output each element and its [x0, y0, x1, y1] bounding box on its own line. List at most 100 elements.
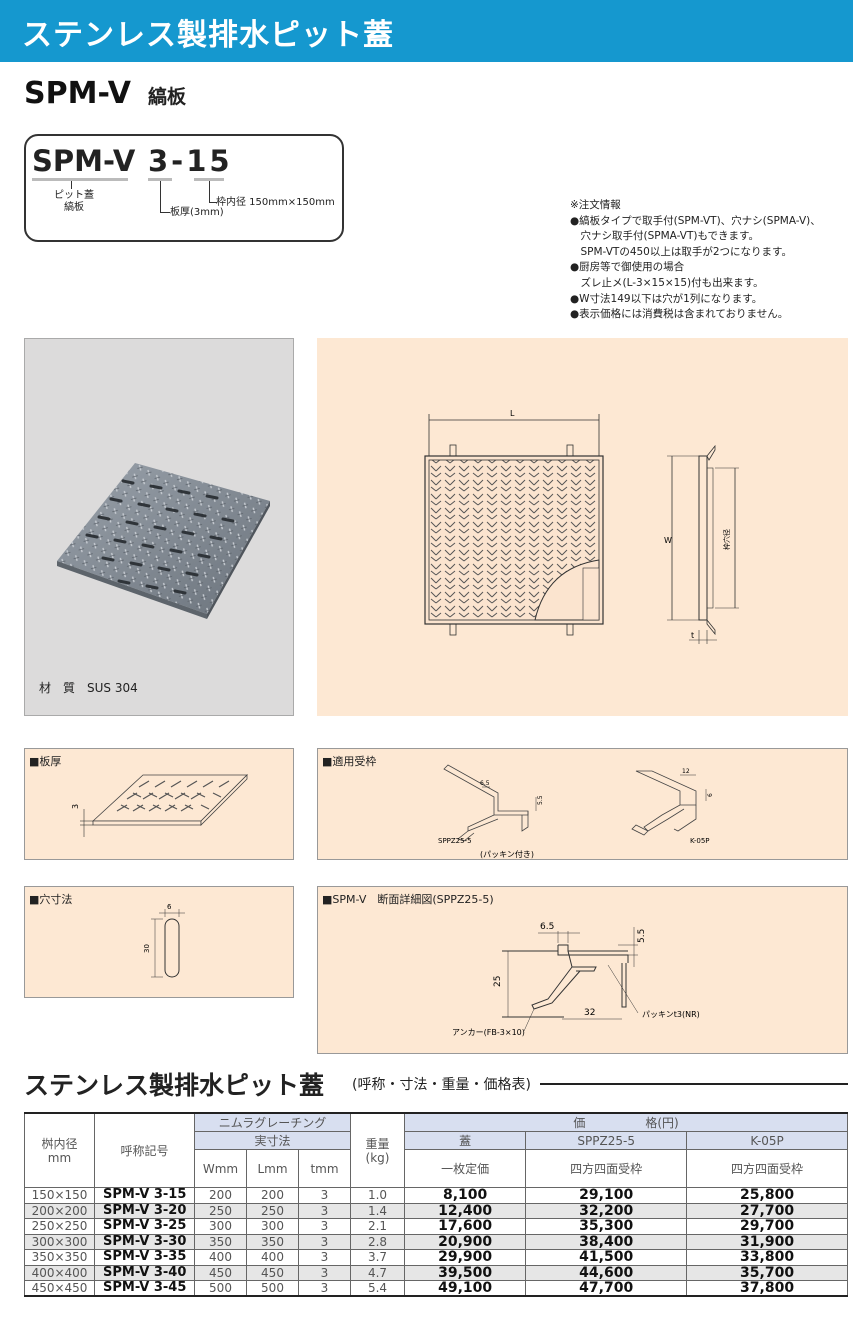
- table-cell: 350: [194, 1233, 247, 1250]
- prefix-label-line2: 縞板: [64, 202, 84, 213]
- hole-dim-h: 30: [143, 944, 151, 953]
- table-cell: 20,900: [403, 1233, 527, 1250]
- table-cell: 200: [246, 1187, 299, 1204]
- table-cell: 8,100: [403, 1187, 527, 1204]
- note-line: ●W寸法149以下は穴が1列になります。: [570, 292, 763, 305]
- dim-inner: 枠穴径: [722, 529, 731, 550]
- frame-dim-d: 6: [707, 793, 714, 797]
- thickness-dim: 3: [71, 804, 80, 809]
- thickness-drawing: 3: [71, 774, 248, 837]
- table-cell: 38,400: [525, 1233, 688, 1250]
- prefix-underline: [32, 178, 128, 181]
- code-size: 3-15: [148, 144, 233, 178]
- table-cell: 1.0: [350, 1187, 405, 1204]
- th-inner: 桝内径 mm: [24, 1112, 95, 1188]
- table-cell: 250: [194, 1202, 247, 1219]
- table-cell: 450×450: [24, 1280, 95, 1297]
- code-prefix: SPM-V: [32, 144, 136, 178]
- table-cell: 3: [298, 1187, 351, 1204]
- th-grating: ニムラグレーチング: [194, 1112, 351, 1132]
- table-section-subtitle: (呼称・寸法・重量・価格表): [352, 1077, 531, 1093]
- note-line: ●表示価格には消費税は含まれておりません。: [570, 308, 789, 321]
- price-table: 桝内径 mm 呼称記号 ニムラグレーチング 重量 (kg) 価 格(円) 実寸法…: [24, 1112, 848, 1297]
- table-cell: 27,700: [686, 1202, 848, 1219]
- table-cell: 500: [246, 1280, 299, 1297]
- table-cell: SPM-V 3-45: [94, 1280, 195, 1297]
- table-cell: 300: [194, 1218, 247, 1235]
- table-cell: 3: [298, 1233, 351, 1250]
- code-legend-box: SPM-V 3-15 ピット蓋 縞板 板厚(3mm) 枠内径 150mm×150…: [24, 134, 344, 242]
- note-line: ●厨房等で御使用の場合: [570, 261, 685, 274]
- table-cell: 400×400: [24, 1264, 95, 1281]
- table-cell: 29,900: [403, 1249, 527, 1266]
- title-bar: ステンレス製排水ピット蓋: [0, 0, 853, 62]
- frame-left-label-2: (パッキン付き): [480, 849, 534, 859]
- table-cell: 39,500: [403, 1264, 527, 1281]
- table-cell: 37,800: [686, 1280, 848, 1297]
- frame-right-label: K-05P: [690, 837, 710, 845]
- th-lid-sub: 一枚定価: [403, 1149, 527, 1188]
- table-cell: 3: [298, 1202, 351, 1219]
- table-cell: 450: [246, 1264, 299, 1281]
- th-sppz: SPPZ25-5: [525, 1131, 688, 1150]
- table-section-title: ステンレス製排水ピット蓋: [24, 1071, 325, 1100]
- th-code: 呼称記号: [94, 1112, 195, 1188]
- table-cell: 350: [246, 1233, 299, 1250]
- th-l: Lmm: [246, 1149, 299, 1188]
- model-name: SPM-V: [24, 76, 131, 111]
- hole-dim-w: 6: [167, 903, 172, 911]
- prefix-leader: [71, 181, 72, 189]
- section-drawing: 25 6.5 5.5 32 パッキンt3(NR) アンカー(FB-3×10): [452, 922, 700, 1037]
- table-cell: 150×150: [24, 1187, 95, 1204]
- th-lid: 蓋: [403, 1131, 527, 1150]
- table-cell: 3: [298, 1280, 351, 1297]
- section-packing-label: パッキンt3(NR): [642, 1010, 700, 1019]
- table-cell: 5.4: [350, 1280, 405, 1297]
- table-cell: 31,900: [686, 1233, 848, 1250]
- th-weight: 重量 (kg): [350, 1112, 405, 1188]
- table-cell: 35,700: [686, 1264, 848, 1281]
- th-k05p-sub: 四方四面受枠: [686, 1149, 848, 1188]
- thickness-underline: [148, 178, 172, 181]
- th-k05p: K-05P: [686, 1131, 848, 1150]
- product-photo: 材 質 SUS 304: [24, 338, 294, 716]
- table-cell: 3.7: [350, 1249, 405, 1266]
- plate-illustration: [57, 463, 270, 619]
- table-cell: 49,100: [403, 1280, 527, 1297]
- section-anchor-label: アンカー(FB-3×10): [452, 1028, 525, 1037]
- table-cell: SPM-V 3-25: [94, 1218, 195, 1235]
- table-cell: 350×350: [24, 1249, 95, 1266]
- model-type: 縞板: [148, 86, 187, 108]
- table-cell: 200×200: [24, 1202, 95, 1219]
- frame-drawing: 6.5 5.5 12 6 SPPZ25-5 (パッキン付き) K-05P: [438, 764, 714, 859]
- table-cell: 41,500: [525, 1249, 688, 1266]
- table-cell: 29,100: [525, 1187, 688, 1204]
- th-inner-text: 桝内径: [41, 1136, 78, 1151]
- order-notes: ※注文情報 ●縞板タイプで取手付(SPM-VT)、穴ナシ(SPMA-V)、 穴ナ…: [570, 198, 850, 323]
- th-sppz-sub: 四方四面受枠: [525, 1149, 688, 1188]
- thickness-panel: ■板厚 3: [24, 748, 294, 860]
- table-cell: 47,700: [525, 1280, 688, 1297]
- table-cell: SPM-V 3-15: [94, 1187, 195, 1204]
- table-cell: 35,300: [525, 1218, 688, 1235]
- table-cell: 2.1: [350, 1218, 405, 1235]
- table-cell: 25,800: [686, 1187, 848, 1204]
- table-cell: 32,200: [525, 1202, 688, 1219]
- section-dim-a: 6.5: [540, 922, 554, 932]
- prefix-label: ピット蓋 縞板: [54, 190, 94, 214]
- table-cell: 1.4: [350, 1202, 405, 1219]
- th-t: tmm: [298, 1149, 351, 1188]
- size-underline: [194, 178, 224, 181]
- th-actual: 実寸法: [194, 1131, 351, 1150]
- frame-dim-b: 5.5: [537, 795, 544, 805]
- table-cell: 33,800: [686, 1249, 848, 1266]
- table-cell: 400: [194, 1249, 247, 1266]
- prefix-label-line1: ピット蓋: [54, 190, 94, 201]
- frame-dim-c: 12: [682, 768, 690, 775]
- note-line: ●縞板タイプで取手付(SPM-VT)、穴ナシ(SPMA-V)、: [570, 214, 821, 227]
- section-dim-w: 32: [584, 1008, 595, 1018]
- table-cell: 450: [194, 1264, 247, 1281]
